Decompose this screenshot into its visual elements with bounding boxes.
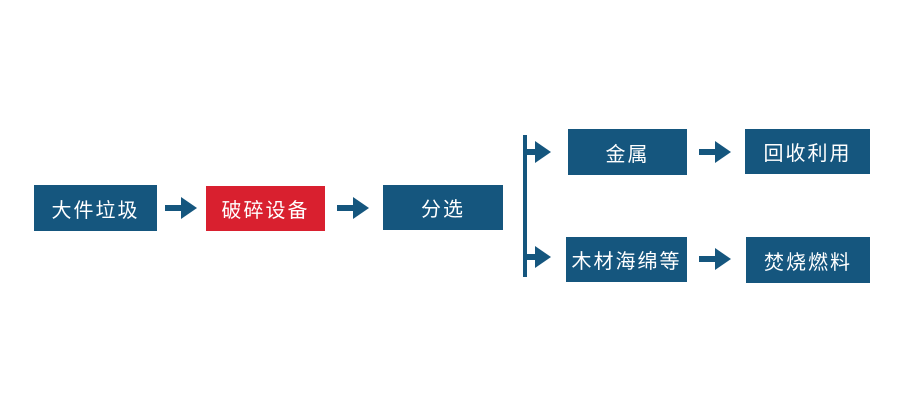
branch-connector-line — [523, 135, 527, 277]
arrow-head — [535, 141, 551, 163]
node-sorting: 分选 — [383, 185, 503, 230]
arrow-head — [715, 248, 731, 270]
right-arrow-icon — [337, 197, 369, 219]
arrow-head — [535, 246, 551, 268]
right-arrow-icon — [165, 197, 197, 219]
arrow-shaft — [165, 205, 184, 211]
right-arrow-icon — [699, 141, 731, 163]
arrow-shaft — [523, 254, 538, 260]
node-incineration-fuel: 焚烧燃料 — [746, 237, 870, 283]
node-bulky-waste: 大件垃圾 — [34, 185, 157, 231]
right-arrow-icon — [523, 141, 551, 163]
arrow-head — [181, 197, 197, 219]
node-recycling: 回收利用 — [745, 129, 870, 174]
arrow-head — [353, 197, 369, 219]
right-arrow-icon — [523, 246, 551, 268]
arrow-shaft — [337, 205, 356, 211]
node-wood-sponge: 木材海绵等 — [566, 237, 687, 282]
arrow-shaft — [699, 256, 718, 262]
right-arrow-icon — [699, 248, 731, 270]
arrow-shaft — [523, 149, 538, 155]
arrow-shaft — [699, 149, 718, 155]
arrow-head — [715, 141, 731, 163]
node-metal: 金属 — [568, 129, 687, 175]
node-crushing-equipment: 破碎设备 — [206, 186, 325, 231]
